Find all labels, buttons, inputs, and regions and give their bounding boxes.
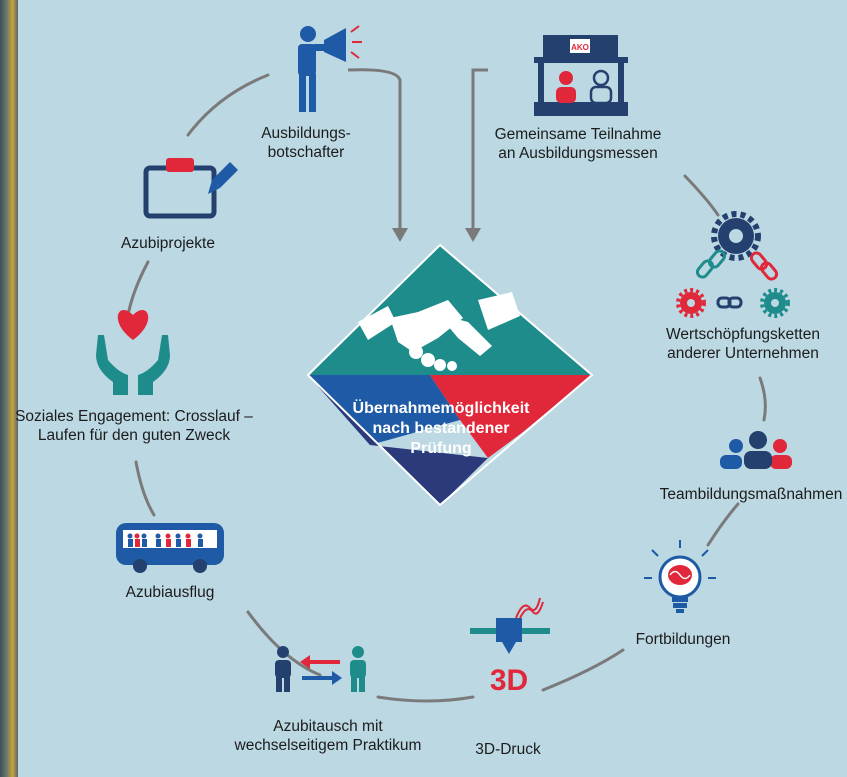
label-azubiausflug: Azubiausflug <box>125 584 215 601</box>
label-wertschoepfung: Wertschöpfungsketten anderer Unternehmen <box>666 326 820 362</box>
connector-lines <box>126 73 767 703</box>
diamond-bottom <box>308 375 488 505</box>
label-fortbildungen: Fortbildungen <box>635 631 731 648</box>
diamond-left <box>308 375 460 445</box>
arrow-right <box>471 68 488 232</box>
connector-messen-wertschoepfung <box>683 174 720 217</box>
megaphone-person-icon <box>298 25 362 112</box>
connector-soziales-ausflug <box>134 460 156 517</box>
connector-team-wertschoepfung <box>758 376 767 422</box>
label-azubitausch: Azubitausch mit wechselseitigem Praktiku… <box>234 718 422 754</box>
booth-logo: AKO <box>571 43 589 52</box>
arrow-left <box>347 68 402 232</box>
arrowhead-left <box>392 228 408 242</box>
center-diamond <box>306 243 594 507</box>
label-ausbildungsbotschafter: Ausbildungs- botschafter <box>261 125 351 161</box>
connector-3d-fortbildung <box>541 648 625 692</box>
bus-icon <box>116 523 224 573</box>
booth-icon <box>534 35 628 116</box>
label-azubiprojekte: Azubiprojekte <box>121 235 215 252</box>
connector-fortbildung-team <box>706 502 740 547</box>
lightbulb-brain-icon <box>644 540 716 613</box>
cycle-diagram: AKO <box>96 25 792 703</box>
printer-3d-icon <box>470 597 550 654</box>
connector-tausch-3d <box>376 695 475 703</box>
arrowhead-right <box>465 228 481 242</box>
label-ausbildungsmessen: Gemeinsame Teilnahme an Ausbildungsmesse… <box>494 126 662 162</box>
exchange-people-icon <box>275 646 366 692</box>
label-3d-druck: 3D-Druck <box>475 741 541 758</box>
label-teambildung: Teambildungsmaßnahmen <box>659 486 843 503</box>
background-photo-strip <box>0 0 18 777</box>
center-title: Übernahmemöglichkeit nach bestandener Pr… <box>352 400 530 457</box>
hands-heart-icon <box>96 310 170 395</box>
team-icon <box>720 431 792 469</box>
connector-projekte-soziales <box>126 260 150 317</box>
gears-chain-icon <box>676 211 790 318</box>
connector-botschafter-projekte <box>186 73 270 137</box>
arrows-to-center <box>347 68 488 232</box>
handshake-icon <box>358 292 520 371</box>
diagram-panel: AKO <box>15 0 847 777</box>
clipboard-pen-icon <box>143 158 238 219</box>
printer-3d-text: 3D <box>490 664 528 697</box>
diamond-right <box>430 375 592 458</box>
diamond-outline <box>306 243 594 507</box>
label-soziales-engagement: Soziales Engagement: Crosslauf – Laufen … <box>15 408 253 444</box>
